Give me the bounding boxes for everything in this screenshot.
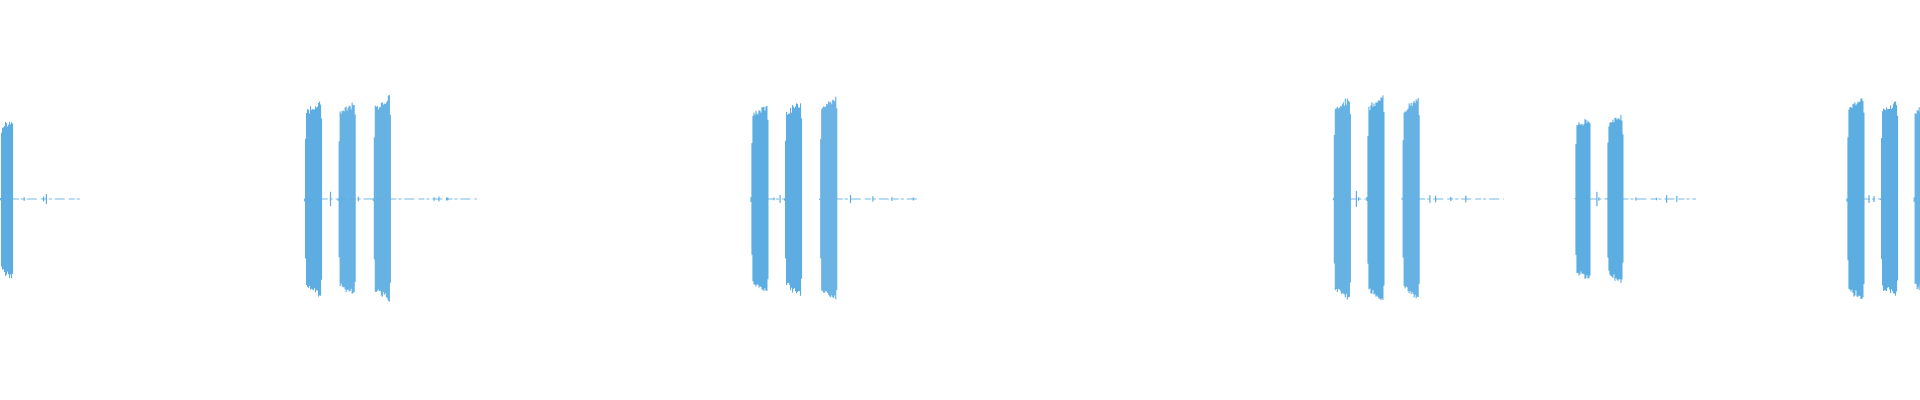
waveform-burst-0 <box>0 121 14 279</box>
waveform-tail-blip <box>773 197 775 201</box>
waveform-tail-blip <box>329 191 332 207</box>
waveform-tail-blip <box>849 194 852 204</box>
waveform-tail-blip <box>1873 196 1875 202</box>
waveform-tail-blip <box>1598 197 1600 201</box>
waveform-burst-7 <box>1332 98 1351 300</box>
waveform-burst-1 <box>304 101 323 297</box>
waveform-tail-blip <box>1676 196 1678 202</box>
waveform-tail-blip <box>1655 197 1658 201</box>
waveform-tail-blip <box>45 194 47 204</box>
waveform-tail-blip <box>43 196 45 202</box>
waveform-burst-13 <box>1880 101 1899 296</box>
waveform-burst-11 <box>1606 114 1624 283</box>
waveform-burst-6 <box>819 96 838 300</box>
waveform-tail-blip <box>1355 191 1357 207</box>
waveform-tail-blip <box>357 196 359 202</box>
waveform-tail-blip <box>1450 196 1452 201</box>
waveform-burst-8 <box>1366 95 1385 301</box>
waveform-tail-blip <box>1465 195 1467 203</box>
waveform-burst-12 <box>1846 98 1865 300</box>
waveform-tail-blip <box>891 197 893 201</box>
waveform-tail-blip <box>872 196 874 202</box>
waveform-tail-blip <box>912 197 914 201</box>
waveform-tail-blip <box>445 197 448 201</box>
waveform-tail-blip <box>433 197 435 201</box>
waveform-tail-blip <box>1596 191 1598 207</box>
waveform-tail-blip <box>447 197 449 201</box>
waveform-burst-10 <box>1574 119 1591 279</box>
waveform-tail-blip <box>1635 197 1637 201</box>
waveform-burst-14 <box>1913 107 1920 290</box>
waveform-tail-blip <box>438 196 440 202</box>
waveform-tail-blip <box>1435 195 1437 203</box>
waveform-tail-blip <box>1868 195 1870 203</box>
waveform-burst-2 <box>337 102 356 294</box>
waveform-tail-blip <box>1358 197 1360 201</box>
waveform-tail-blip <box>1666 195 1668 203</box>
waveform-tail-blip <box>779 195 781 203</box>
waveform-burst-4 <box>750 105 769 291</box>
waveform-tail-blip <box>1429 195 1431 203</box>
waveform-burst-9 <box>1401 98 1420 299</box>
waveform-burst-3 <box>372 95 391 302</box>
waveform-tail-blip <box>23 197 25 201</box>
waveform-burst-5 <box>784 103 803 296</box>
